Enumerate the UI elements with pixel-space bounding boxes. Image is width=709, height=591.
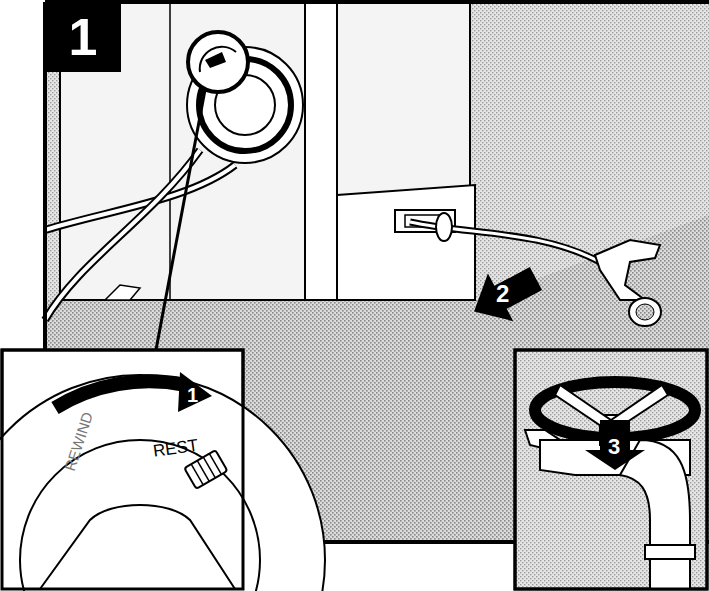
step-number: 1 bbox=[69, 11, 98, 63]
callout-number: 2 bbox=[496, 282, 509, 306]
callout-number: 1 bbox=[187, 385, 198, 405]
step-badge: 1 bbox=[45, 2, 121, 72]
callout-number: 3 bbox=[608, 436, 620, 458]
